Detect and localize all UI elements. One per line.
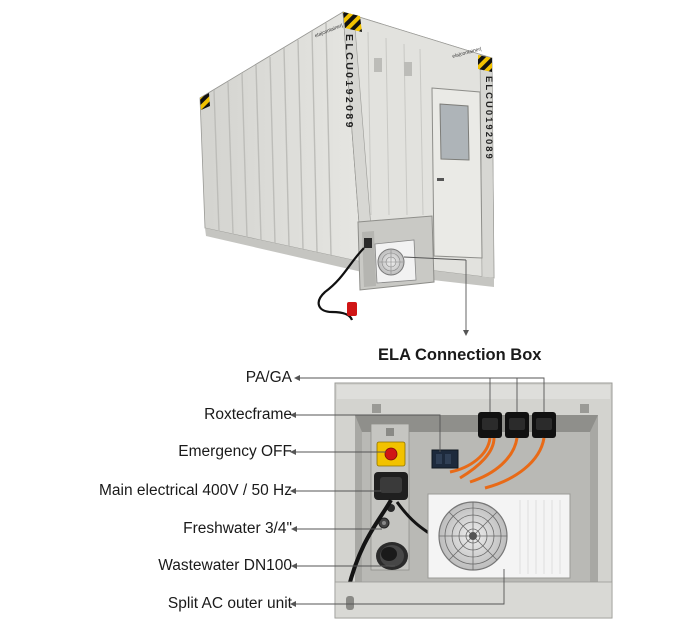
label-main-electrical: Main electrical 400V / 50 Hz xyxy=(99,482,292,499)
label-emergency-off: Emergency OFF xyxy=(178,443,292,460)
container-illustration xyxy=(199,11,495,336)
label-freshwater: Freshwater 3/4" xyxy=(183,520,292,537)
label-split-ac: Split AC outer unit xyxy=(167,595,292,612)
label-pa-ga: PA/GA xyxy=(245,369,292,386)
leader-arrowheads xyxy=(290,375,300,607)
leader-lines xyxy=(296,377,545,605)
container-id-end: ELCU0192089 xyxy=(483,76,494,161)
label-roxtecframe: Roxtecframe xyxy=(204,406,292,423)
diagram-title: ELA Connection Box xyxy=(378,346,542,364)
connection-box-illustration xyxy=(334,382,613,619)
label-wastewater: Wastewater DN100 xyxy=(158,557,292,574)
container-id-side: ELCU0192089 xyxy=(343,34,355,130)
